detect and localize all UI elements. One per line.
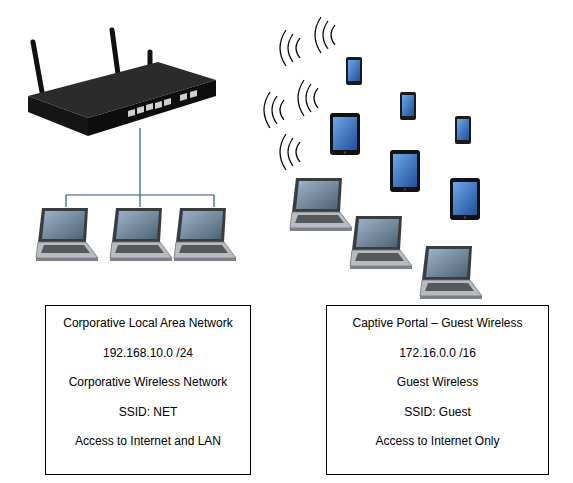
phone bbox=[455, 116, 471, 144]
laptop bbox=[110, 208, 172, 261]
tablet bbox=[390, 150, 420, 192]
lan-wires bbox=[66, 128, 214, 207]
box-text: Access to Internet Only bbox=[375, 434, 499, 448]
box-text: SSID: Guest bbox=[404, 405, 471, 419]
router bbox=[28, 30, 216, 136]
wifi-waves bbox=[264, 92, 284, 128]
antenna bbox=[112, 30, 118, 74]
wifi-waves bbox=[280, 134, 300, 170]
box-text: SSID: NET bbox=[119, 405, 178, 419]
box-text: Corporative Local Area Network bbox=[63, 316, 232, 330]
phone bbox=[346, 57, 362, 85]
router-front bbox=[88, 80, 216, 136]
laptop bbox=[290, 178, 352, 231]
box-text: Captive Portal – Guest Wireless bbox=[352, 316, 522, 330]
laptop bbox=[174, 208, 236, 261]
laptop bbox=[350, 216, 412, 269]
wifi-waves bbox=[315, 17, 335, 53]
box-text: Guest Wireless bbox=[397, 375, 478, 389]
box-text: Access to Internet and LAN bbox=[75, 434, 221, 448]
tablet bbox=[330, 113, 360, 155]
box-text: 192.168.10.0 /24 bbox=[103, 346, 193, 360]
tablet bbox=[450, 178, 480, 220]
wifi-waves bbox=[298, 80, 318, 116]
wifi-waves bbox=[280, 30, 300, 66]
box-text: Corporative Wireless Network bbox=[69, 375, 228, 389]
antenna bbox=[33, 42, 42, 92]
router-side bbox=[28, 96, 88, 136]
phone bbox=[400, 92, 416, 120]
laptop bbox=[420, 246, 482, 299]
box-text: 172.16.0.0 /16 bbox=[399, 346, 476, 360]
network-box: Corporative Local Area Network 192.168.10… bbox=[45, 305, 251, 475]
router-ports bbox=[128, 90, 197, 117]
network-box: Captive Portal – Guest Wireless 172.16.0.… bbox=[326, 305, 549, 475]
laptop bbox=[36, 208, 98, 261]
